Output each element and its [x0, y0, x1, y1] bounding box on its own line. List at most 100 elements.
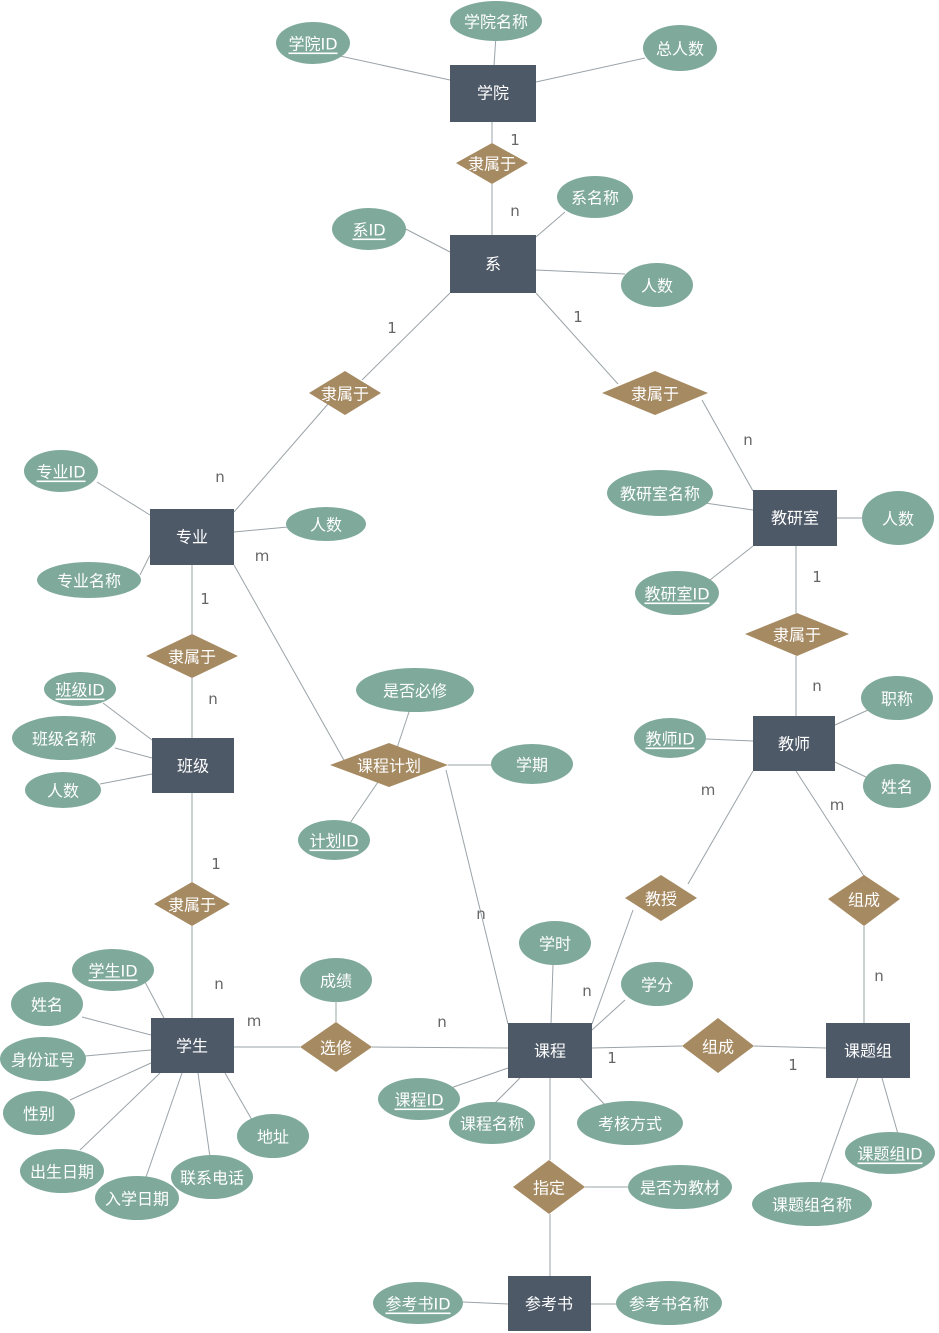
attribute-teacher-title[interactable]: 职称: [861, 676, 933, 720]
relationship-college-department[interactable]: 隶属于: [456, 143, 528, 184]
attribute-major-count[interactable]: 人数: [286, 507, 366, 541]
attribute-class-count[interactable]: 人数: [25, 772, 101, 808]
relationship-department-office[interactable]: 隶属于: [602, 371, 708, 415]
cardinality-label: m: [255, 547, 270, 565]
attribute-dept-id[interactable]: 系ID: [332, 208, 406, 250]
attribute-label: 人数: [641, 277, 673, 296]
relationship-label: 组成: [848, 891, 880, 910]
edge: [371, 1046, 509, 1049]
attribute-label: 性别: [23, 1105, 55, 1124]
attribute-book-id[interactable]: 参考书ID: [373, 1282, 463, 1324]
attribute-student-name[interactable]: 姓名: [11, 982, 83, 1026]
attribute-teacher-name[interactable]: 姓名: [863, 764, 931, 808]
attribute-dept-count[interactable]: 人数: [621, 263, 693, 307]
attribute-credits[interactable]: 学分: [621, 962, 693, 1006]
edge: [139, 554, 151, 576]
attribute-plan-id[interactable]: 计划ID: [298, 820, 370, 860]
attribute-teacher-id[interactable]: 教师ID: [634, 718, 706, 758]
relationship-course-group[interactable]: 组成: [682, 1018, 754, 1073]
entity-major[interactable]: 专业: [150, 509, 234, 565]
attribute-label: 姓名: [31, 996, 63, 1015]
attribute-birth-date[interactable]: 出生日期: [20, 1149, 104, 1193]
attribute-office-count[interactable]: 人数: [862, 491, 934, 545]
relationship-teacher-group[interactable]: 组成: [828, 875, 900, 926]
edge: [96, 481, 151, 516]
attribute-label: 系名称: [571, 189, 619, 208]
attribute-major-id[interactable]: 专业ID: [24, 450, 98, 492]
entity-reference-book[interactable]: 参考书: [508, 1276, 591, 1331]
attribute-enroll-date[interactable]: 入学日期: [95, 1176, 179, 1220]
attribute-student-id[interactable]: 学生ID: [72, 949, 154, 991]
entity-label: 参考书: [525, 1295, 573, 1314]
attribute-college-id[interactable]: 学院ID: [276, 22, 350, 64]
relationship-selects[interactable]: 选修: [300, 1022, 372, 1072]
attribute-label: 参考书名称: [629, 1295, 709, 1314]
attribute-office-id[interactable]: 教研室ID: [635, 571, 719, 615]
cardinality-labels: 1 n 1 1 n n m 1 n 1 n n 1 n m m n n m n …: [200, 131, 884, 1074]
attribute-college-total[interactable]: 总人数: [643, 25, 717, 71]
relationship-teaches[interactable]: 教授: [625, 875, 697, 921]
relationship-office-teacher[interactable]: 隶属于: [745, 613, 849, 656]
attribute-phone[interactable]: 联系电话: [171, 1155, 253, 1199]
attribute-assessment[interactable]: 考核方式: [577, 1101, 683, 1145]
attribute-label: 参考书ID: [385, 1295, 450, 1314]
attribute-course-name[interactable]: 课程名称: [449, 1102, 535, 1144]
attribute-label: 学期: [516, 756, 548, 775]
relationship-course-plan[interactable]: 课程计划: [330, 743, 448, 787]
attribute-class-name[interactable]: 班级名称: [12, 716, 116, 760]
attribute-id-card[interactable]: 身份证号: [0, 1037, 86, 1081]
edge: [535, 269, 626, 275]
attribute-group-name[interactable]: 课题组名称: [752, 1182, 872, 1226]
attribute-label: 学院ID: [288, 35, 337, 54]
attribute-semester[interactable]: 学期: [491, 744, 573, 784]
entity-topic-group[interactable]: 课题组: [826, 1023, 910, 1078]
attribute-label: 职称: [881, 690, 913, 709]
edge: [144, 981, 165, 1019]
attribute-gender[interactable]: 性别: [3, 1091, 75, 1135]
entity-college[interactable]: 学院: [450, 65, 536, 122]
attribute-grade[interactable]: 成绩: [300, 958, 372, 1002]
edge: [550, 964, 554, 1025]
edge: [579, 1077, 606, 1106]
entity-label: 学生: [176, 1037, 208, 1056]
attribute-dept-name[interactable]: 系名称: [557, 176, 633, 218]
attribute-college-name[interactable]: 学院名称: [450, 1, 542, 41]
attribute-label: 学院名称: [464, 13, 528, 32]
attribute-course-id[interactable]: 课程ID: [378, 1078, 460, 1120]
entity-teacher[interactable]: 教师: [753, 716, 835, 771]
edge: [81, 1016, 152, 1036]
relationship-major-class[interactable]: 隶属于: [146, 634, 238, 678]
edge: [399, 225, 451, 253]
attribute-is-textbook[interactable]: 是否为教材: [628, 1165, 732, 1209]
entity-label: 教师: [778, 735, 810, 754]
edge: [224, 1072, 253, 1121]
attribute-label: 学时: [539, 935, 571, 954]
attribute-is-required[interactable]: 是否必修: [356, 668, 474, 712]
attribute-book-name[interactable]: 参考书名称: [616, 1281, 722, 1325]
attribute-office-name[interactable]: 教研室名称: [607, 470, 713, 516]
edge: [709, 545, 754, 581]
relationship-specifies[interactable]: 指定: [513, 1160, 585, 1214]
cardinality-label: 1: [607, 1049, 617, 1067]
relationship-label: 隶属于: [631, 385, 679, 404]
attribute-major-name[interactable]: 专业名称: [37, 562, 141, 598]
edge: [79, 1072, 161, 1151]
attribute-label: 入学日期: [105, 1190, 169, 1209]
edge: [591, 1045, 683, 1049]
attribute-group-id[interactable]: 课题组ID: [845, 1132, 935, 1174]
attribute-class-id[interactable]: 班级ID: [44, 672, 116, 706]
entity-class[interactable]: 班级: [152, 738, 234, 793]
attribute-label: 考核方式: [598, 1115, 662, 1134]
relationship-class-student[interactable]: 隶属于: [154, 882, 230, 926]
relationship-department-major[interactable]: 隶属于: [309, 371, 381, 415]
attribute-label: 人数: [47, 782, 79, 801]
relationship-label: 组成: [702, 1038, 734, 1057]
entity-course[interactable]: 课程: [508, 1023, 592, 1078]
edge: [834, 709, 869, 726]
entity-department[interactable]: 系: [450, 235, 536, 293]
attribute-address[interactable]: 地址: [237, 1114, 309, 1158]
entity-research-office[interactable]: 教研室: [753, 490, 837, 546]
entity-student[interactable]: 学生: [151, 1018, 234, 1073]
edge: [114, 747, 153, 759]
attribute-course-hours[interactable]: 学时: [519, 921, 591, 965]
